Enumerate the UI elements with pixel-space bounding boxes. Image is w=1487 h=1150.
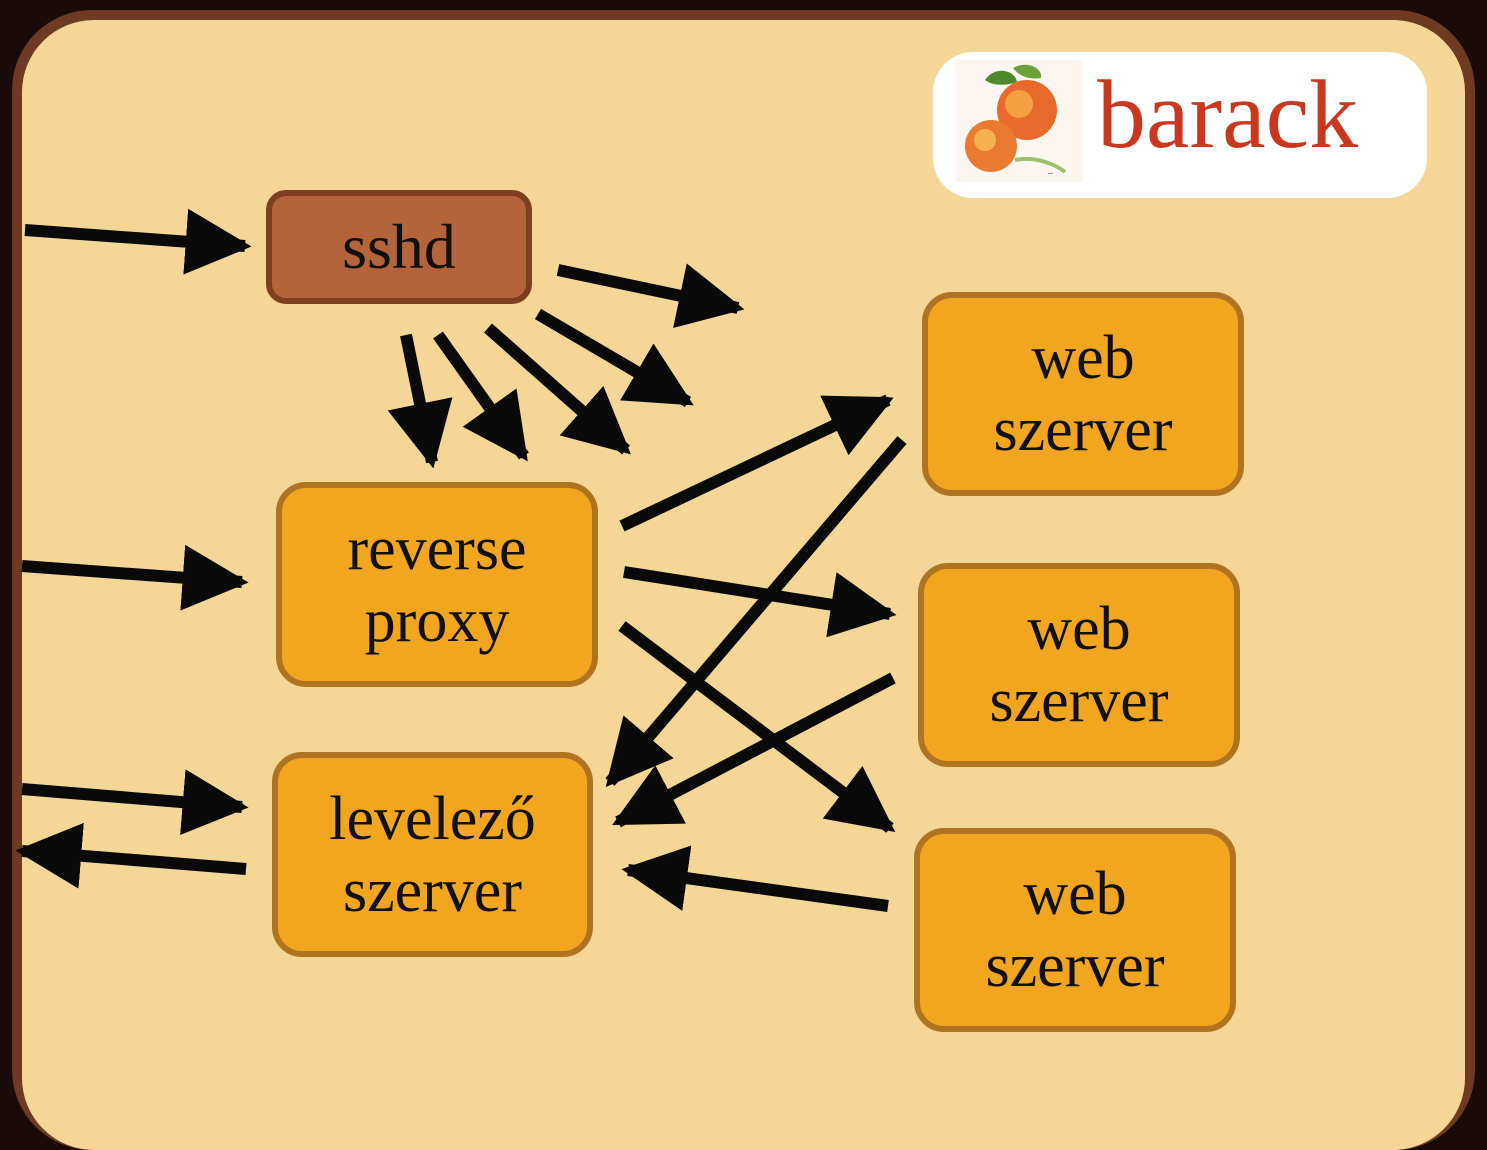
reverse-proxy-label-line1: reverse bbox=[347, 514, 527, 583]
web-server-node-1: web szerver bbox=[922, 292, 1244, 496]
arrow-sshd-out-3 bbox=[484, 323, 631, 455]
reverse-proxy-label-line2: proxy bbox=[364, 586, 510, 655]
mail-server-label-line2: szerver bbox=[343, 856, 522, 925]
sshd-node: sshd bbox=[266, 190, 532, 304]
arrow-web3-to-mail bbox=[621, 845, 889, 912]
arrow-sshd-out-5 bbox=[387, 333, 453, 469]
arrow-sshd-out-2 bbox=[534, 308, 694, 408]
web-server-3-label-line2: szerver bbox=[985, 932, 1165, 1000]
logo-text: barack bbox=[1097, 61, 1359, 169]
web-server-3-label-line1: web bbox=[1023, 860, 1127, 928]
arrow-sshd-out-4 bbox=[433, 331, 529, 462]
web-server-1-label-line2: szerver bbox=[993, 396, 1173, 464]
peach-logo-icon: ~ bbox=[955, 60, 1083, 182]
mail-server-label-line1: levelező bbox=[329, 784, 536, 853]
arrow-web2-to-mail bbox=[612, 672, 896, 828]
web-server-2-label-line2: szerver bbox=[989, 667, 1169, 735]
web-server-1-label-line1: web bbox=[1031, 324, 1135, 392]
arrow-in-to-sshd bbox=[24, 208, 252, 275]
arrow-proxy-to-web1 bbox=[619, 394, 894, 532]
mail-server-node: levelező szerver bbox=[272, 752, 593, 957]
arrow-in-to-proxy bbox=[21, 544, 249, 611]
sshd-label: sshd bbox=[342, 211, 456, 282]
arrow-proxy-to-web2 bbox=[623, 566, 897, 638]
svg-text:~: ~ bbox=[1047, 169, 1054, 178]
reverse-proxy-node: reverse proxy bbox=[276, 482, 598, 687]
arrow-mail-to-outside bbox=[15, 822, 247, 889]
web-server-node-3: web szerver bbox=[914, 828, 1236, 1032]
arrow-web1-to-mail bbox=[605, 436, 907, 788]
arrow-proxy-to-web3 bbox=[618, 621, 896, 833]
arrow-sshd-out-1 bbox=[556, 263, 745, 329]
web-server-2-label-line1: web bbox=[1027, 595, 1131, 663]
web-server-node-2: web szerver bbox=[918, 563, 1240, 767]
arrow-in-to-mail bbox=[21, 769, 249, 836]
